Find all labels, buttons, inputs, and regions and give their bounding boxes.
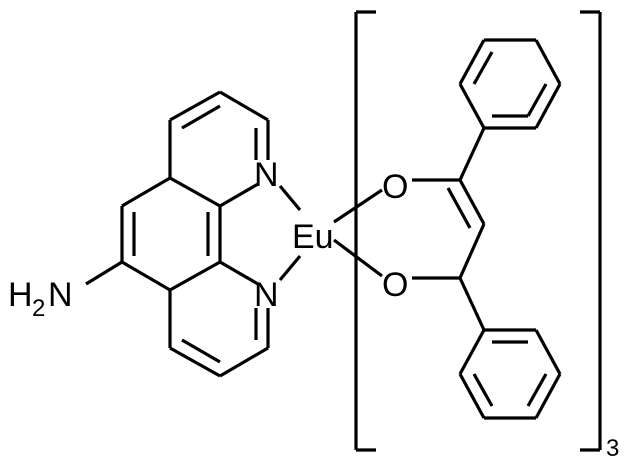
amine-n-label: N (48, 276, 73, 314)
n-eu-bond-bottom (278, 254, 302, 282)
oxygen-top-label: O (382, 168, 408, 206)
chelate-backbone (412, 127, 486, 331)
lower-phenyl-ring (458, 328, 562, 420)
eu-o-bond-bottom (333, 238, 383, 278)
amine-subscript: 2 (32, 295, 45, 322)
upper-phenyl-ring (458, 38, 562, 130)
nitrogen-bottom-label: N (254, 276, 279, 314)
nitrogen-top-label: N (254, 156, 279, 194)
oxygen-bottom-label: O (382, 266, 408, 304)
n-eu-bond-top (278, 184, 302, 212)
eu-o-bond-top (333, 188, 383, 224)
central-ring (120, 176, 222, 292)
upper-pyridine-ring (168, 90, 270, 208)
lower-pyridine-ring (168, 260, 270, 378)
europium-label: Eu (292, 218, 334, 256)
right-bracket (580, 10, 602, 452)
amine-h-label: H (8, 276, 33, 314)
ligand-count-subscript: 3 (606, 435, 619, 462)
left-bracket (354, 10, 376, 452)
amine-bond (85, 260, 123, 286)
